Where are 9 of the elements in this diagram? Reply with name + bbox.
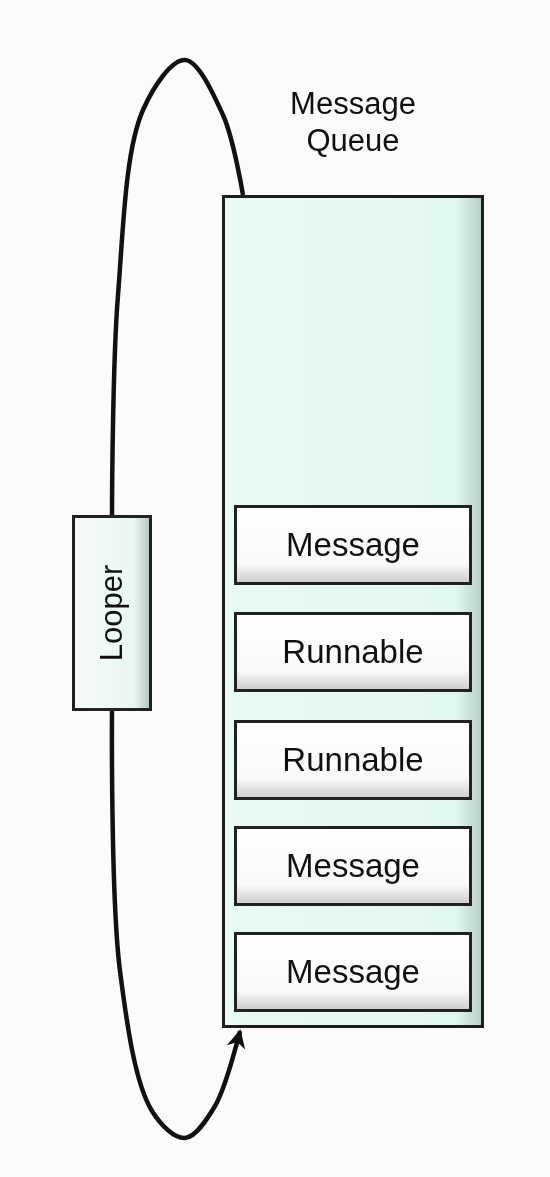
arrow [109,711,246,1141]
queue-item-box: Message [234,505,472,585]
queue-item-box: Runnable [234,612,472,692]
queue-heading: Message Queue [289,85,417,159]
connector-line [109,57,246,515]
queue-item-box: Message [234,932,472,1012]
queue-item-box: Runnable [234,720,472,800]
queue-item-box: Message [234,826,472,906]
looper-box: Looper [72,515,152,711]
